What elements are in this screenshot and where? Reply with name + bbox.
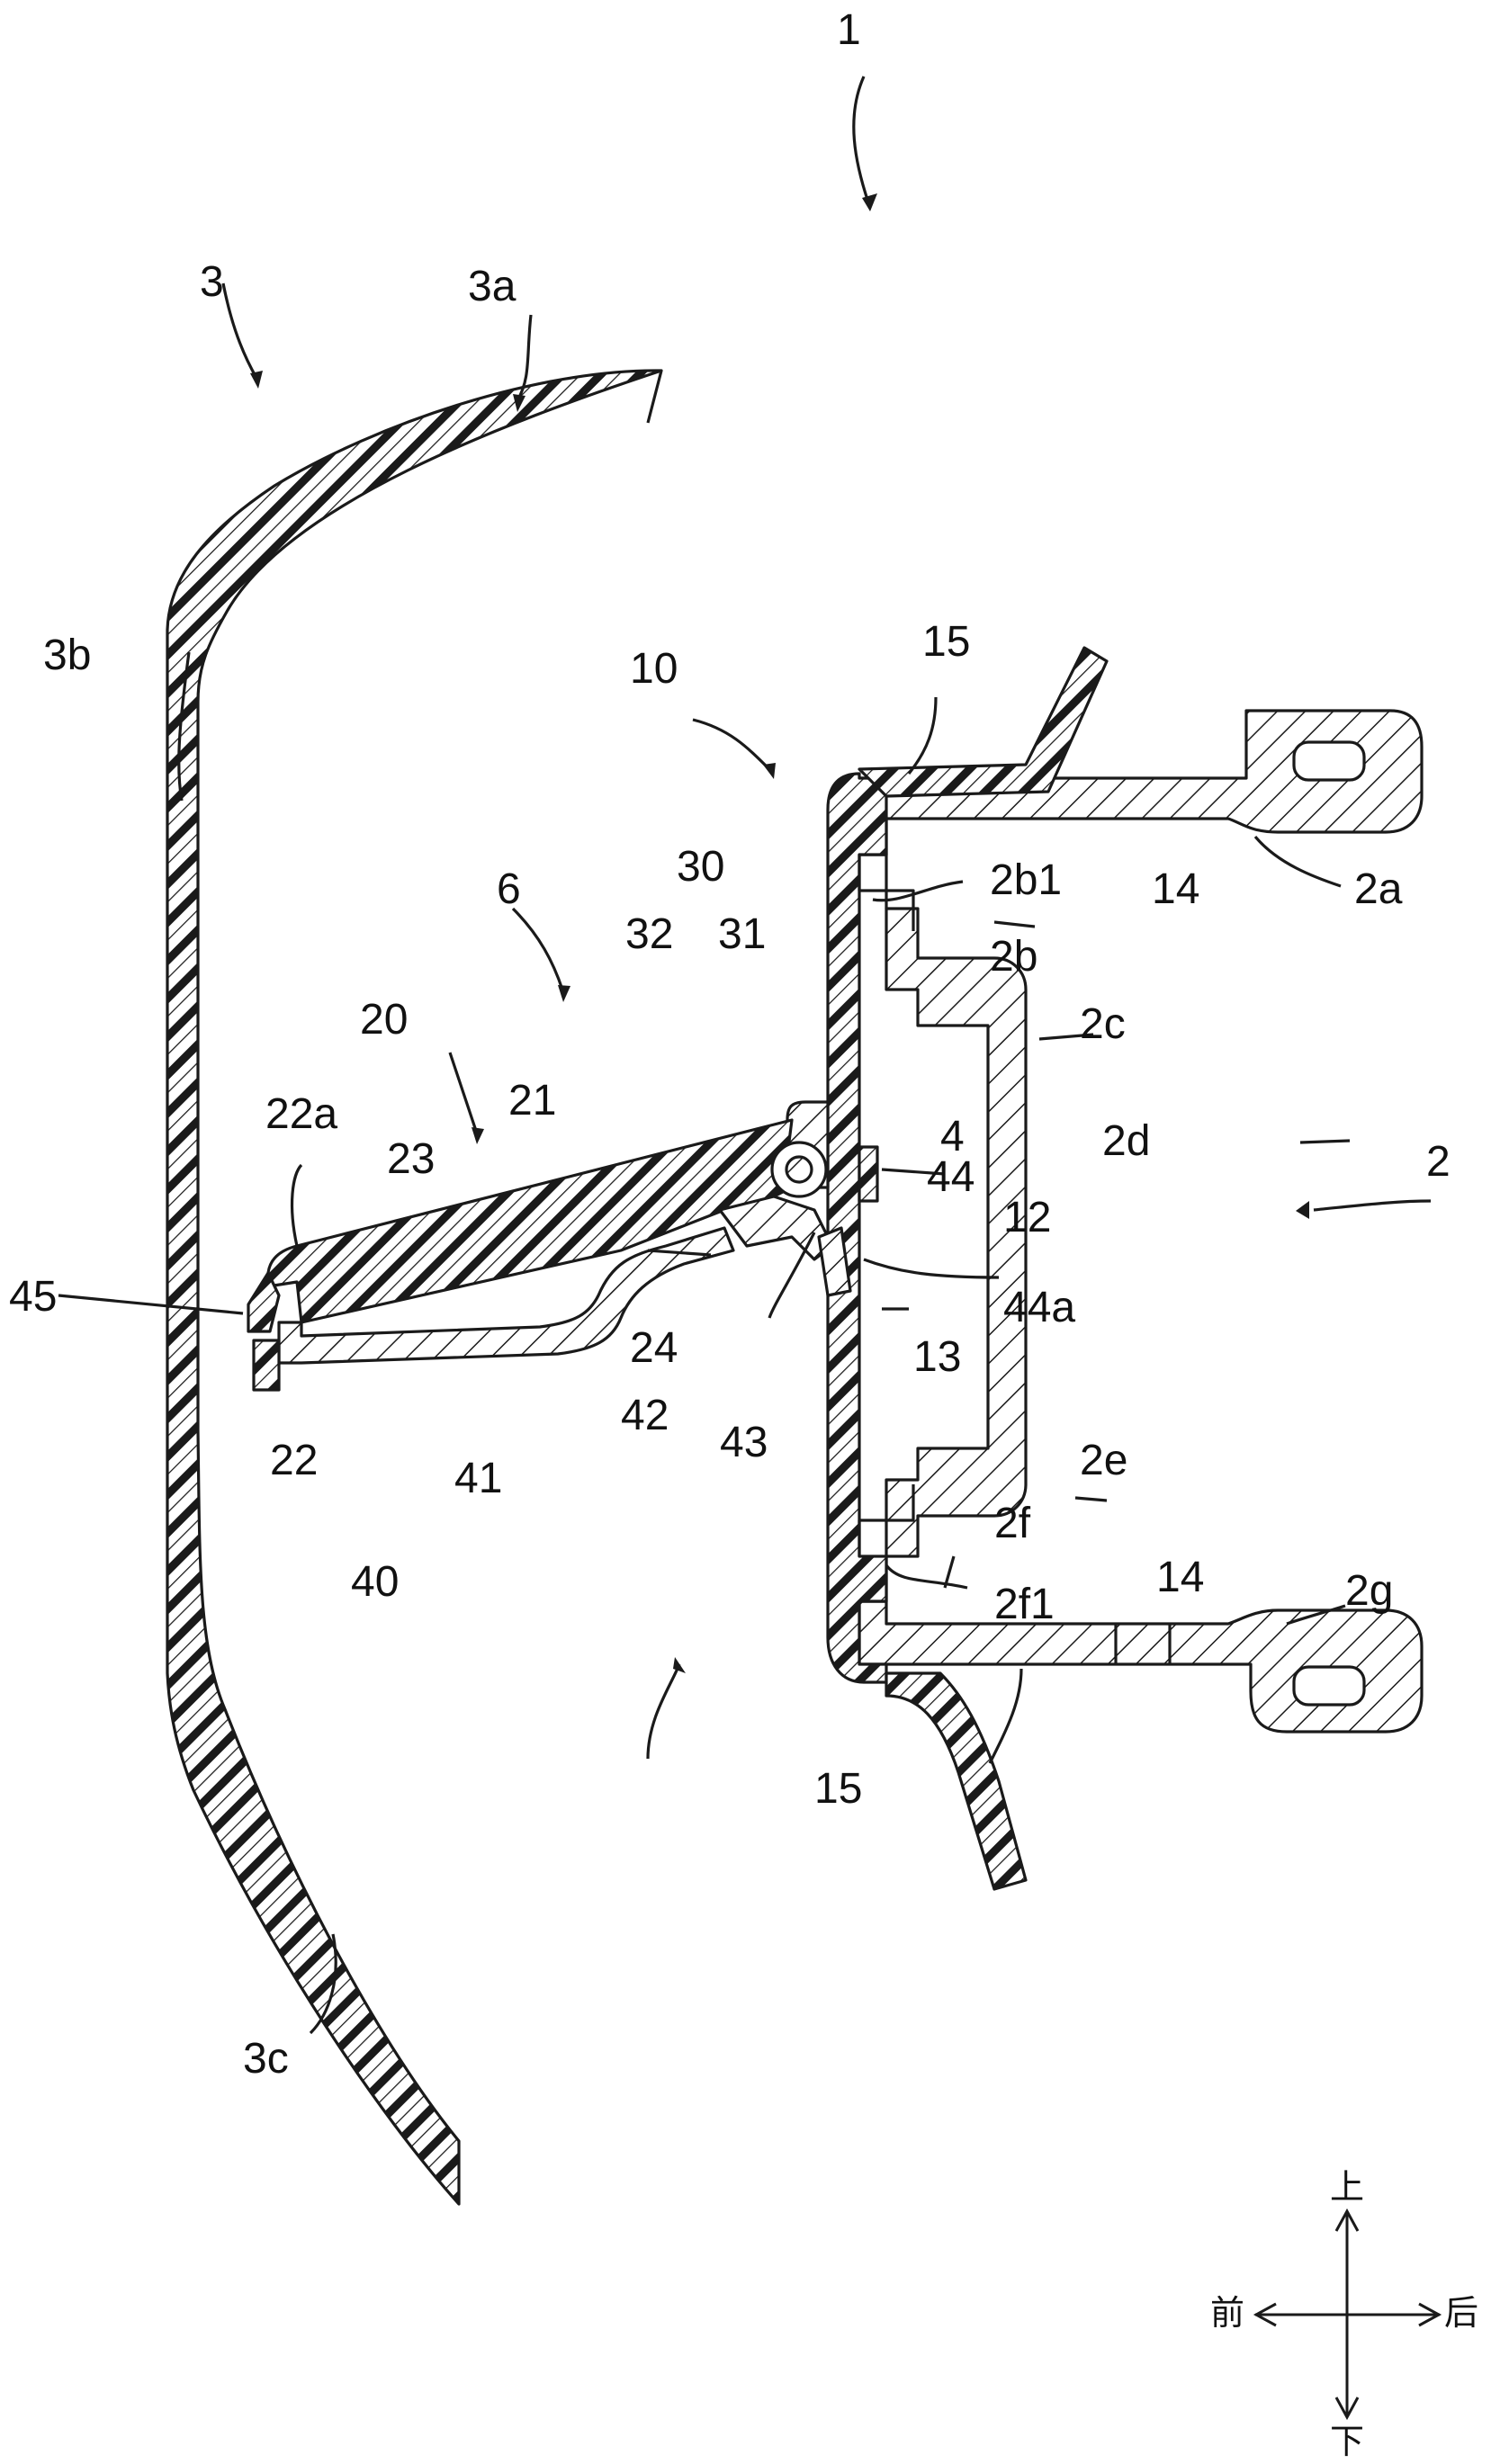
label-24: 24 (630, 1324, 678, 1372)
label-22a: 22a (265, 1090, 338, 1138)
compass-up: 上 (1330, 2167, 1365, 2207)
label-43: 43 (720, 1419, 768, 1466)
lever-hook-22a (247, 1271, 281, 1333)
label-45: 45 (9, 1273, 58, 1321)
label-44: 44 (927, 1153, 975, 1201)
panel-cut-top (646, 370, 663, 424)
hook-tab-44 (858, 1145, 879, 1203)
label-2e: 2e (1080, 1437, 1128, 1484)
clip-14-bottom (858, 1484, 915, 1556)
slot-2a (1292, 740, 1366, 782)
label-13: 13 (913, 1333, 962, 1381)
label-3c: 3c (243, 2035, 289, 2083)
label-44a: 44a (1003, 1284, 1076, 1331)
compass-front: 前 (1210, 2293, 1245, 2333)
label-14-bottom: 14 (1156, 1554, 1205, 1601)
label-21: 21 (508, 1077, 557, 1124)
pivot-axis (785, 1155, 813, 1184)
label-32: 32 (625, 910, 674, 958)
compass-down: 下 (1330, 2422, 1365, 2461)
label-2b1: 2b1 (990, 856, 1063, 904)
label-2a: 2a (1354, 865, 1403, 913)
label-1: 1 (837, 6, 861, 54)
label-22: 22 (270, 1437, 319, 1484)
label-2g: 2g (1345, 1567, 1394, 1615)
label-42: 42 (621, 1392, 669, 1439)
label-41: 41 (454, 1455, 503, 1502)
label-15-top: 15 (922, 618, 971, 666)
link-42 (718, 1195, 834, 1261)
trim-panel-3 (166, 369, 663, 2206)
label-2f: 2f (994, 1500, 1031, 1547)
label-40: 40 (351, 1558, 400, 1606)
label-20: 20 (360, 996, 409, 1044)
label-3b: 3b (43, 632, 92, 679)
label-2d: 2d (1102, 1117, 1151, 1165)
label-3a: 3a (468, 263, 516, 310)
base-plate-10 (826, 772, 888, 1684)
compass-rear: 后 (1444, 2293, 1479, 2333)
slot-2g (1292, 1665, 1366, 1707)
label-2f1: 2f1 (994, 1581, 1055, 1628)
flange-15-bottom (885, 1671, 1028, 1891)
label-31: 31 (718, 910, 767, 958)
label-10: 10 (630, 645, 678, 693)
label-30: 30 (677, 843, 725, 891)
cover-tip-45 (252, 1339, 281, 1392)
flange-15-top (858, 646, 1109, 798)
bracket-arm-2g (858, 1599, 1424, 1734)
label-23: 23 (387, 1135, 436, 1183)
label-14-top: 14 (1152, 865, 1200, 913)
bracket-arm-2a (858, 709, 1424, 856)
stopper-43 (817, 1226, 852, 1297)
label-4: 4 (940, 1113, 965, 1160)
label-2b: 2b (990, 933, 1038, 981)
label-6: 6 (497, 865, 521, 913)
label-15-bottom: 15 (814, 1765, 863, 1813)
lever-21 (266, 1118, 794, 1324)
cover-41 (277, 1226, 735, 1365)
label-3: 3 (200, 258, 224, 306)
label-2: 2 (1426, 1138, 1451, 1186)
clip-14-top (858, 855, 915, 931)
label-12: 12 (1003, 1194, 1052, 1241)
direction-compass (1253, 2208, 1442, 2421)
bracket-recess-2d (885, 907, 1028, 1558)
label-2c: 2c (1080, 1000, 1126, 1048)
